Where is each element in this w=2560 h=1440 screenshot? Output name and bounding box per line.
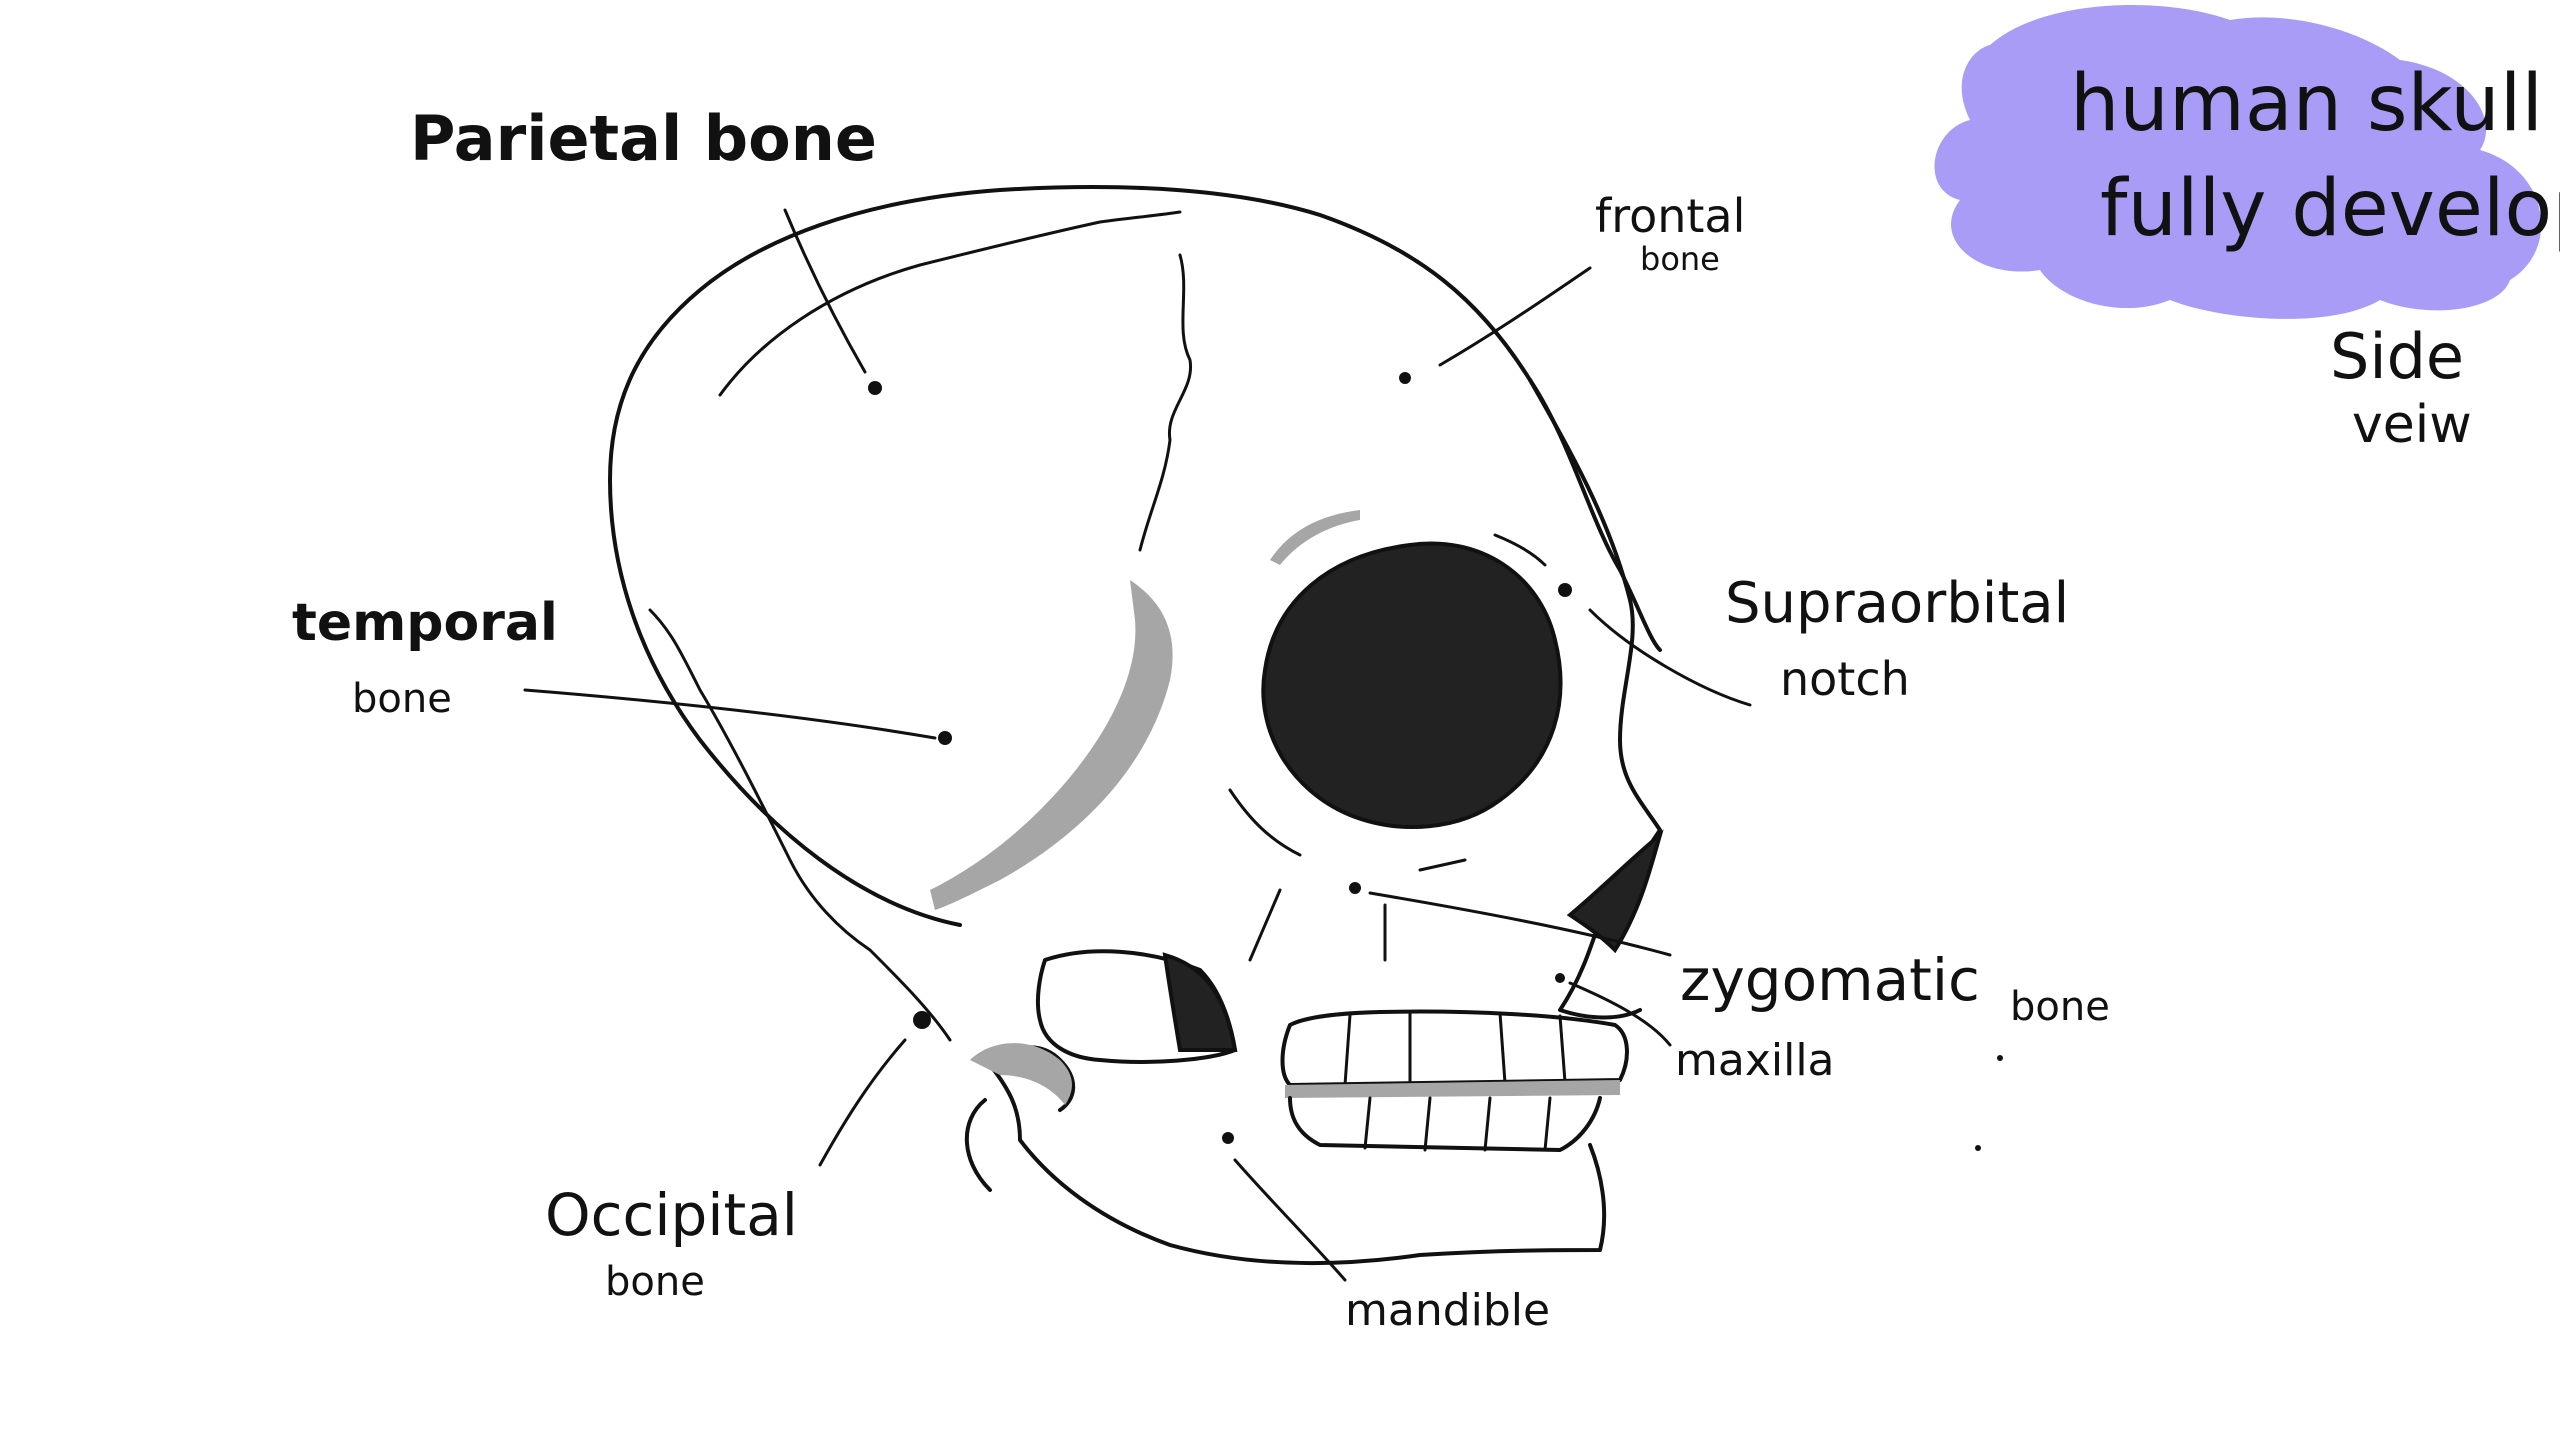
subtitle-line-1: Side xyxy=(2330,320,2464,393)
title-line-2: fully developed xyxy=(2100,164,2560,254)
orbit-rim-lower xyxy=(1230,790,1300,855)
leader-temporal xyxy=(525,690,935,738)
lambdoid-suture xyxy=(650,610,950,1040)
label-occipital-bone-2: bone xyxy=(605,1259,705,1305)
lower-teeth-outline xyxy=(1290,1098,1600,1150)
lower-tooth-divider-4 xyxy=(1545,1098,1550,1150)
marker-zygomatic xyxy=(1349,882,1361,894)
title-line-1: human skull xyxy=(2070,59,2543,149)
label-frontal-bone-1: frontal xyxy=(1595,189,1745,243)
leader-occipital xyxy=(820,1040,905,1165)
skull-drawing xyxy=(525,187,1750,1280)
cheek-line-3 xyxy=(1420,860,1465,870)
leader-maxilla xyxy=(1570,983,1670,1045)
teeth xyxy=(1283,1012,1627,1150)
marker-mandible xyxy=(1222,1132,1234,1144)
lower-tooth-divider-3 xyxy=(1485,1098,1490,1150)
condyle-shade xyxy=(970,1043,1072,1105)
title-bubble: human skull fully developed xyxy=(1935,5,2560,319)
label-parietal-bone: Parietal bone xyxy=(410,102,877,175)
marker-occipital xyxy=(913,1011,931,1029)
marker-temporal xyxy=(938,731,952,745)
upper-tooth-divider-4 xyxy=(1560,1016,1565,1082)
marker-frontal xyxy=(1399,372,1411,384)
marker-maxilla xyxy=(1555,973,1565,983)
stray-dot-2 xyxy=(1975,1145,1981,1151)
subtitle-line-2: veiw xyxy=(2352,395,2472,455)
leader-frontal xyxy=(1440,268,1590,365)
upper-tooth-divider-1 xyxy=(1345,1015,1350,1085)
eye-orbit xyxy=(1263,543,1560,827)
label-frontal-bone-2: bone xyxy=(1640,240,1720,278)
upper-teeth-outline xyxy=(1283,1012,1627,1085)
mandible-hook xyxy=(967,1100,990,1190)
label-mandible: mandible xyxy=(1345,1285,1550,1336)
temporal-shade xyxy=(930,580,1173,910)
label-maxilla: maxilla xyxy=(1675,1035,1835,1086)
orbit-rim-upper xyxy=(1495,535,1545,565)
label-temporal-bone-2: bone xyxy=(352,676,452,722)
coronal-suture xyxy=(1140,255,1191,550)
label-supraorbital-notch-1: Supraorbital xyxy=(1725,571,2069,636)
marker-supraorbital xyxy=(1558,583,1572,597)
label-supraorbital-notch-2: notch xyxy=(1780,652,1910,706)
stray-dot-1 xyxy=(1997,1055,2003,1061)
label-temporal-bone-1: temporal xyxy=(292,593,558,653)
title-cloud xyxy=(1935,5,2542,319)
label-zygomatic-bone-1: zygomatic xyxy=(1680,946,1980,1014)
upper-tooth-divider-3 xyxy=(1500,1013,1505,1083)
lower-tooth-divider-2 xyxy=(1425,1098,1430,1150)
cranium-inner-line-top xyxy=(720,212,1180,395)
cheek-line-1 xyxy=(1250,890,1280,960)
marker-parietal xyxy=(868,381,882,395)
label-zygomatic-bone-2: bone xyxy=(2010,984,2110,1030)
brow-shade xyxy=(1270,510,1360,565)
label-occipital-bone-1: Occipital xyxy=(545,1181,798,1249)
lower-tooth-divider-1 xyxy=(1365,1098,1370,1148)
